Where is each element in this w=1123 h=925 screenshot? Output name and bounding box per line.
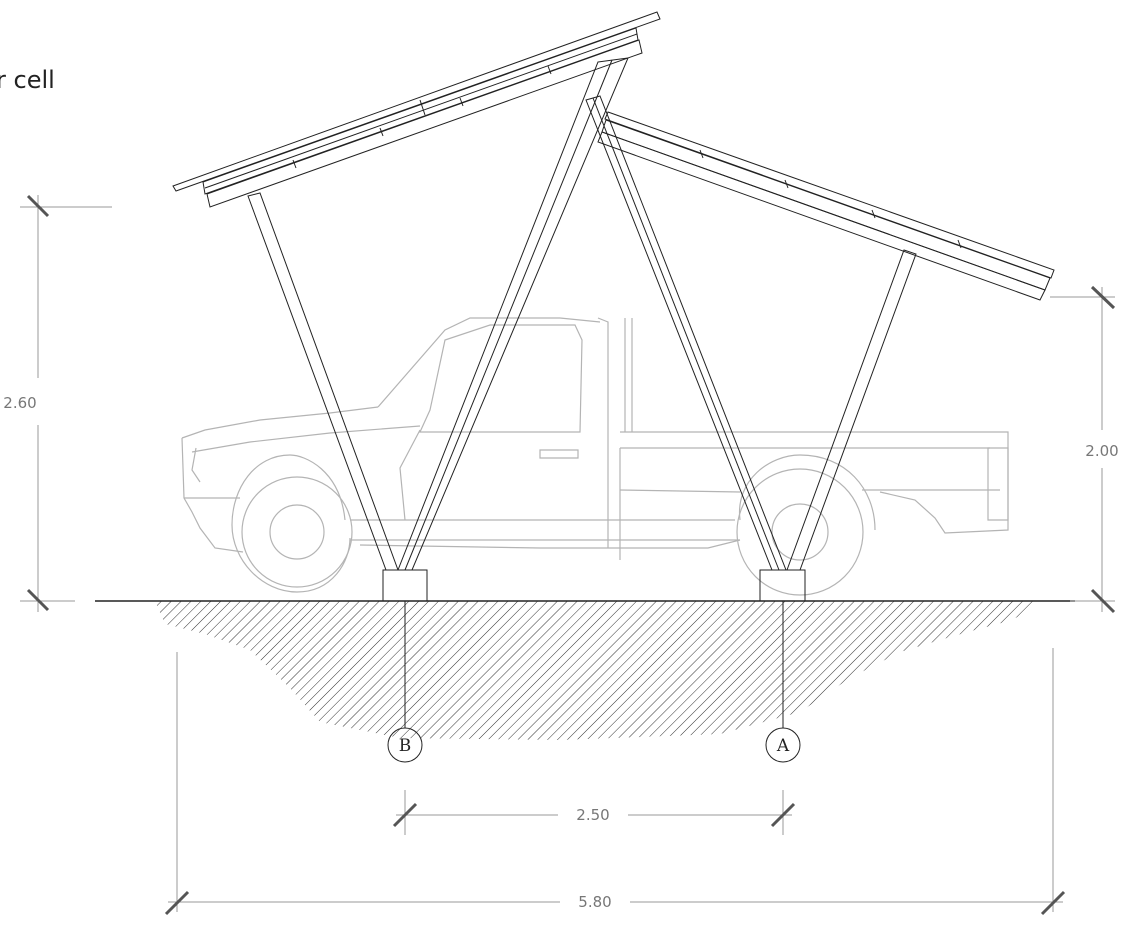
grid-axis-a-label: A — [776, 736, 790, 756]
dimension-overall-width: 5.80 — [164, 648, 1066, 916]
solar-panel-left — [172, 11, 661, 208]
pickup-truck — [181, 317, 1009, 596]
ground-hatch — [155, 601, 1035, 740]
solar-panel-right — [597, 111, 1055, 301]
dimension-overall-width-value: 5.80 — [578, 893, 611, 911]
dimension-left-height: 2.60 — [3, 194, 112, 612]
dimension-right-height-value: 2.00 — [1085, 442, 1118, 460]
support-columns — [247, 57, 917, 571]
dimension-left-height-value: 2.60 — [3, 394, 36, 412]
dimension-axis-spacing: 2.50 — [392, 790, 796, 835]
dimension-right-height: 2.00 — [1050, 285, 1119, 614]
drawing-title-fragment: r cell — [0, 66, 55, 94]
footing-b — [382, 569, 428, 602]
grid-axis-b-label: B — [399, 736, 412, 756]
dimension-axis-spacing-value: 2.50 — [576, 806, 609, 824]
grid-axis-b: B — [387, 727, 423, 763]
grid-axis-a: A — [765, 727, 801, 763]
